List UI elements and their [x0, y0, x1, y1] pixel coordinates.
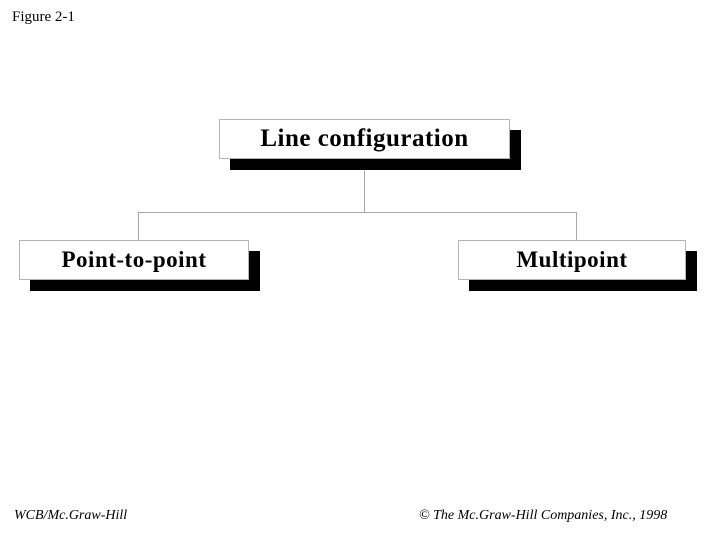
footer-copyright: © The Mc.Graw-Hill Companies, Inc., 1998 [419, 508, 668, 523]
connector-root-stem [364, 159, 365, 213]
footer-publisher: WCB/Mc.Graw-Hill [14, 508, 128, 523]
connector-drop-point-to-point [138, 212, 139, 241]
connector-horizontal-bar [138, 212, 577, 213]
node-face: Multipoint [458, 240, 686, 280]
node-face: Point-to-point [19, 240, 249, 280]
node-point-to-point: Point-to-point [19, 240, 260, 291]
node-label-point-to-point: Point-to-point [61, 247, 207, 272]
figure-label: Figure 2-1 [12, 9, 75, 25]
node-label-line-configuration: Line configuration [260, 125, 469, 152]
node-line-configuration: Line configuration [219, 119, 521, 170]
node-label-multipoint: Multipoint [516, 247, 628, 272]
node-face: Line configuration [219, 119, 510, 159]
node-multipoint: Multipoint [458, 240, 697, 291]
connector-drop-multipoint [576, 212, 577, 241]
